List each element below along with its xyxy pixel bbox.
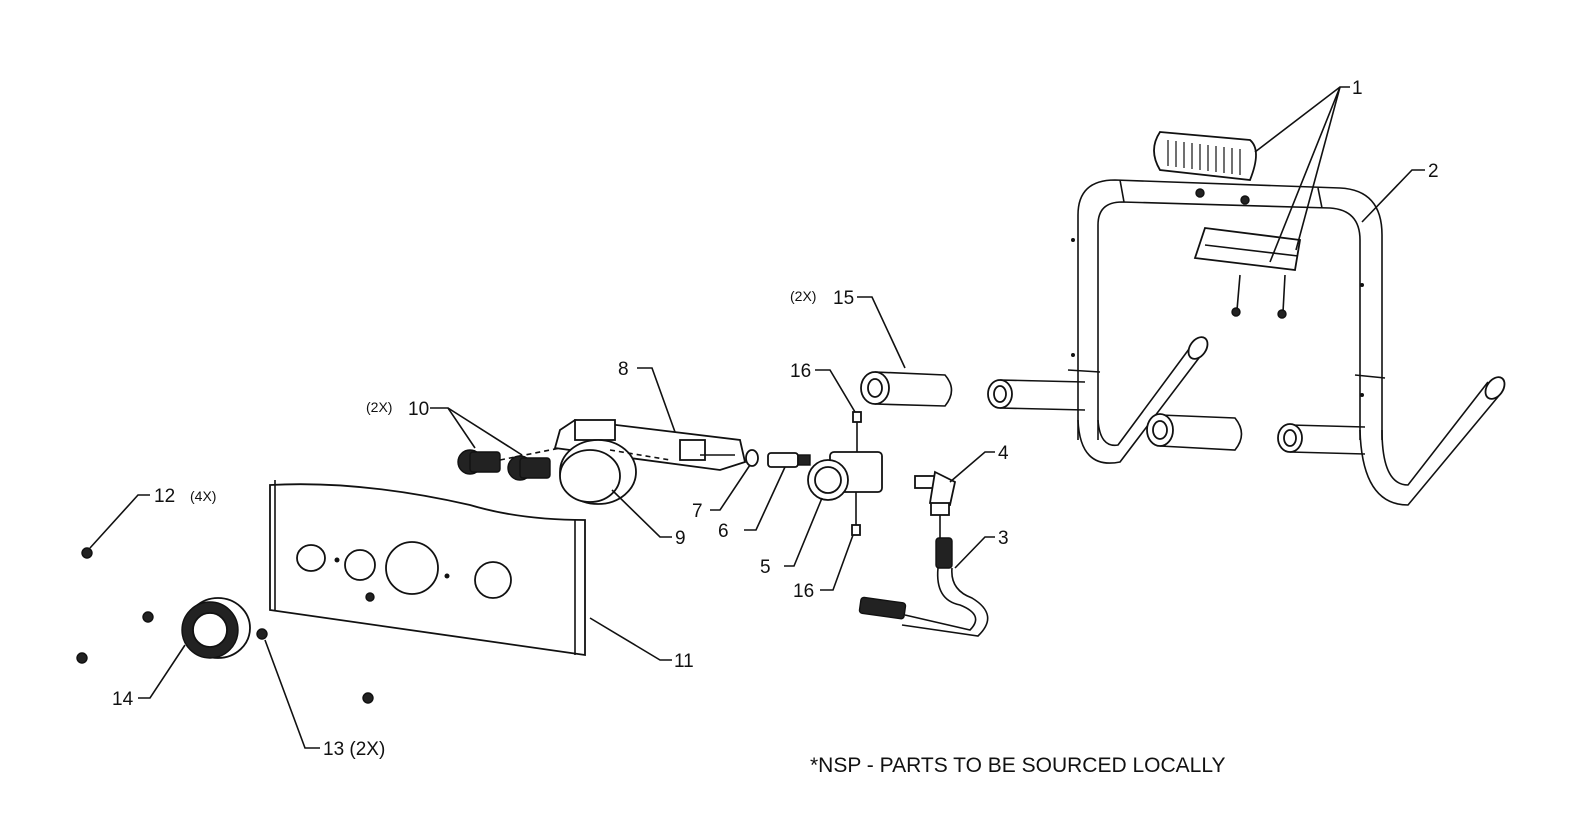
label-part-2: 2: [1428, 161, 1439, 182]
leader-lines: [89, 86, 1425, 749]
label-part-8: 8: [618, 359, 629, 380]
label-part-13: 13 (2X): [323, 739, 385, 760]
label-part-11: 11: [674, 651, 694, 672]
label-part-15-qty: (2X): [790, 288, 816, 304]
label-part-5: 5: [760, 557, 771, 578]
label-part-10: 10: [408, 399, 429, 420]
label-part-3: 3: [998, 528, 1009, 549]
gauge-part: [559, 439, 671, 505]
label-part-12-qty: (4X): [190, 488, 216, 504]
regulator-part: [807, 411, 883, 536]
sleeve-tube-part: [860, 371, 1243, 451]
part-labels: 1 2 3 4 5 6 7 8 9 (2X) 10 11 12 (4X) 13 …: [112, 78, 1439, 760]
bezel-part: [181, 597, 251, 659]
front-panel-part: [269, 480, 586, 657]
label-part-14: 14: [112, 689, 134, 710]
nsp-note: *NSP - PARTS TO BE SOURCED LOCALLY: [810, 754, 1225, 777]
label-part-7: 7: [692, 501, 703, 522]
label-part-16-top: 16: [790, 361, 811, 382]
handle-frame-part: [987, 179, 1506, 506]
label-part-4: 4: [998, 443, 1009, 464]
quick-coupler-part: [457, 447, 561, 481]
label-part-6: 6: [718, 521, 729, 542]
washer-part: [256, 628, 268, 640]
label-part-12: 12: [154, 486, 175, 507]
label-part-1: 1: [1352, 78, 1363, 99]
label-part-15: 15: [833, 288, 854, 309]
elbow-fitting-part: [914, 470, 957, 538]
hose-part: [858, 537, 989, 637]
label-part-10-qty: (2X): [366, 399, 392, 415]
nipple-fitting-part: [767, 452, 811, 468]
o-ring-part: [745, 449, 759, 467]
label-part-16-bottom: 16: [793, 581, 814, 602]
grip-assembly-part: [1153, 131, 1302, 319]
screw-part: [76, 547, 374, 704]
label-part-9: 9: [675, 528, 686, 549]
